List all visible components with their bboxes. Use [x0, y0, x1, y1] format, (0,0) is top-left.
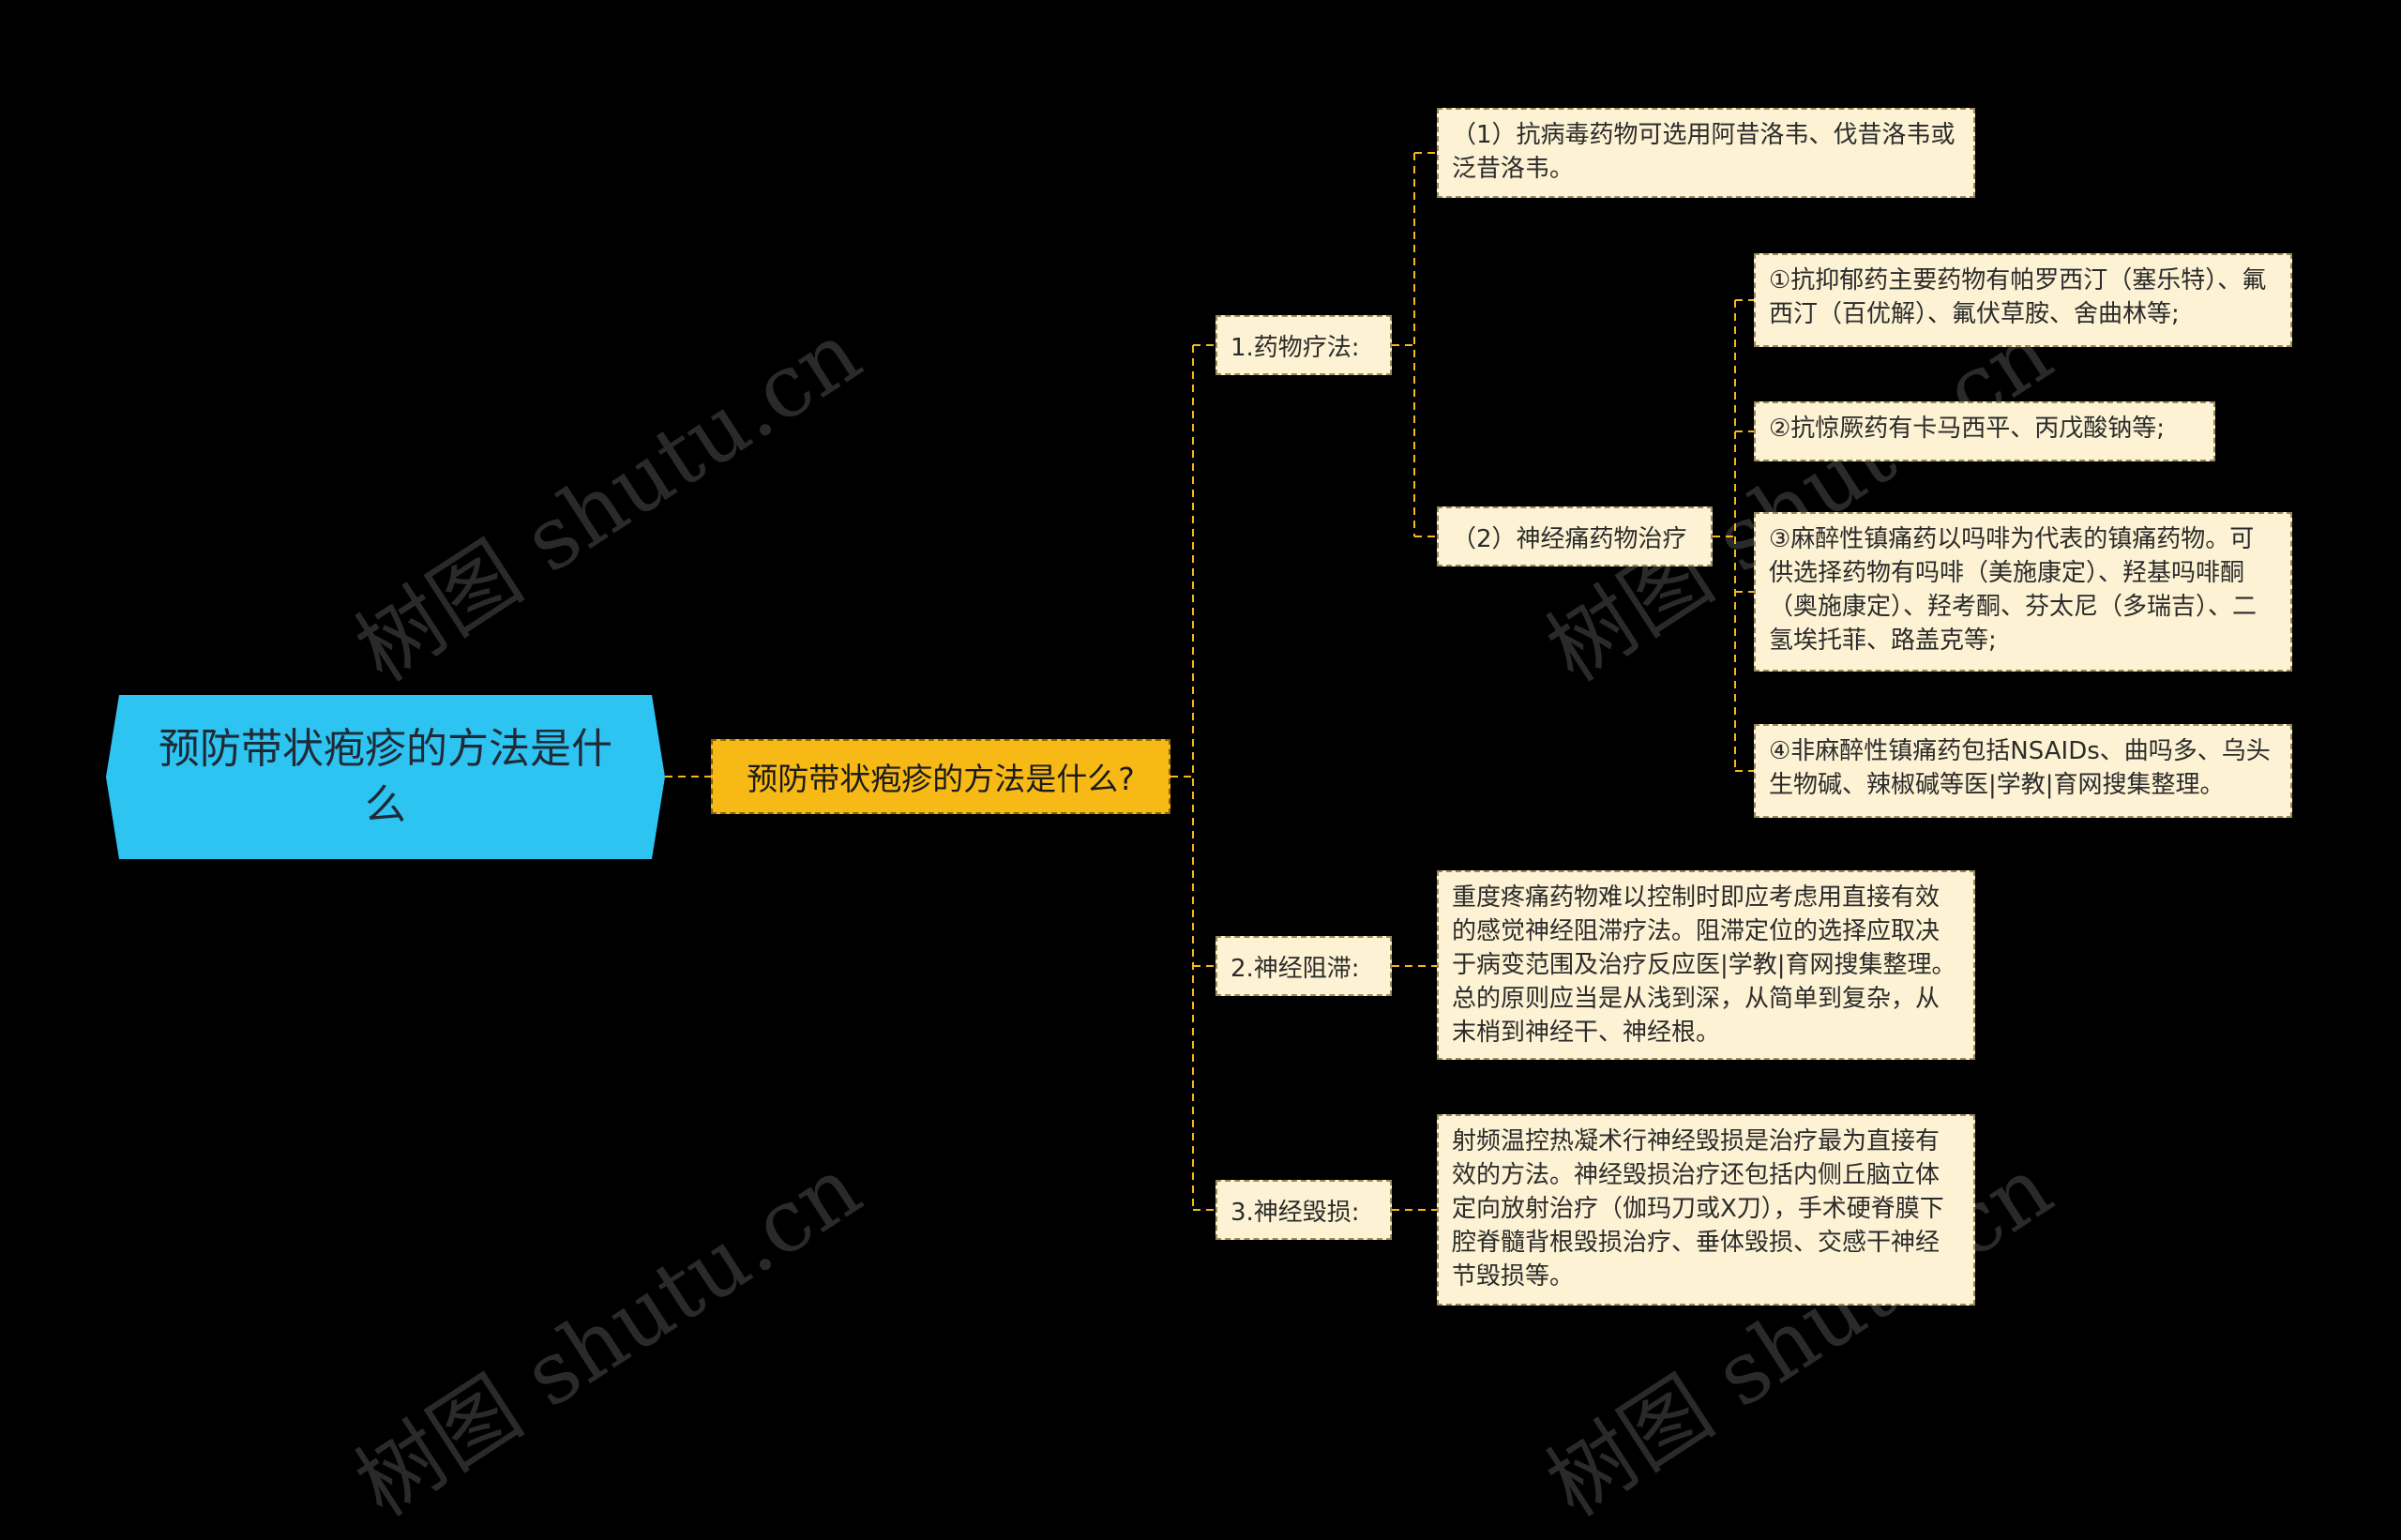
leaf-nerve-block-text: 重度疼痛药物难以控制时即应考虑用直接有效的感觉神经阻滞疗法。阻滞定位的选择应取决…: [1452, 883, 1956, 1047]
branch-nerve-block[interactable]: 2.神经阻滞:: [1216, 936, 1392, 996]
leaf-narcotic-analgesic[interactable]: ③麻醉性镇痛药以吗啡为代表的镇痛药物。可供选择药物有吗啡（美施康定）、羟基吗啡酮…: [1754, 512, 2292, 672]
leaf-non-narcotic-analgesic-text: ④非麻醉性镇痛药包括NSAIDs、曲吗多、乌头生物碱、辣椒碱等医|学教|育网搜集…: [1769, 737, 2271, 799]
leaf-nerve-destruction[interactable]: 射频温控热凝术行神经毁损是治疗最为直接有效的方法。神经毁损治疗还包括内侧丘脑立体…: [1437, 1114, 1975, 1306]
leaf-nerve-block[interactable]: 重度疼痛药物难以控制时即应考虑用直接有效的感觉神经阻滞疗法。阻滞定位的选择应取决…: [1437, 870, 1975, 1060]
root-topic[interactable]: 预防带状疱疹的方法是什么: [106, 695, 665, 859]
leaf-narcotic-analgesic-text: ③麻醉性镇痛药以吗啡为代表的镇痛药物。可供选择药物有吗啡（美施康定）、羟基吗啡酮…: [1769, 525, 2258, 655]
branch-drug-therapy[interactable]: 1.药物疗法:: [1216, 315, 1392, 375]
question-node-label: 预防带状疱疹的方法是什么?: [747, 761, 1135, 797]
branch-neuralgia-label: （2）神经痛药物治疗: [1452, 524, 1687, 553]
leaf-nerve-destruction-text: 射频温控热凝术行神经毁损是治疗最为直接有效的方法。神经毁损治疗还包括内侧丘脑立体…: [1452, 1127, 1944, 1291]
mind-map: 树图 shutu.cn 树图 shutu.cn 树图 shutu.cn 树图 s…: [106, 108, 2292, 1535]
leaf-antiviral-text: （1）抗病毒药物可选用阿昔洛韦、伐昔洛韦或泛昔洛韦。: [1452, 121, 1956, 183]
leaf-anticonvulsant[interactable]: ②抗惊厥药有卡马西平、丙戊酸钠等;: [1754, 401, 2215, 461]
leaf-antidepressant[interactable]: ①抗抑郁药主要药物有帕罗西汀（塞乐特）、氟西汀（百优解）、氟伏草胺、舍曲林等;: [1754, 253, 2292, 347]
root-topic-label: 预防带状疱疹的方法是什么: [159, 724, 612, 829]
branch-nerve-destruction-label: 3.神经毁损:: [1231, 1198, 1360, 1227]
branch-drug-therapy-label: 1.药物疗法:: [1231, 333, 1360, 362]
leaf-non-narcotic-analgesic[interactable]: ④非麻醉性镇痛药包括NSAIDs、曲吗多、乌头生物碱、辣椒碱等医|学教|育网搜集…: [1754, 724, 2292, 818]
question-node[interactable]: 预防带状疱疹的方法是什么?: [711, 739, 1170, 814]
connector-lines: [665, 152, 1754, 1211]
leaf-antidepressant-text: ①抗抑郁药主要药物有帕罗西汀（塞乐特）、氟西汀（百优解）、氟伏草胺、舍曲林等;: [1769, 266, 2267, 328]
branch-neuralgia[interactable]: （2）神经痛药物治疗: [1437, 506, 1713, 566]
leaf-anticonvulsant-text: ②抗惊厥药有卡马西平、丙戊酸钠等;: [1769, 415, 2166, 443]
leaf-antiviral[interactable]: （1）抗病毒药物可选用阿昔洛韦、伐昔洛韦或泛昔洛韦。: [1437, 108, 1975, 198]
branch-nerve-destruction[interactable]: 3.神经毁损:: [1216, 1180, 1392, 1240]
branch-nerve-block-label: 2.神经阻滞:: [1231, 954, 1360, 983]
